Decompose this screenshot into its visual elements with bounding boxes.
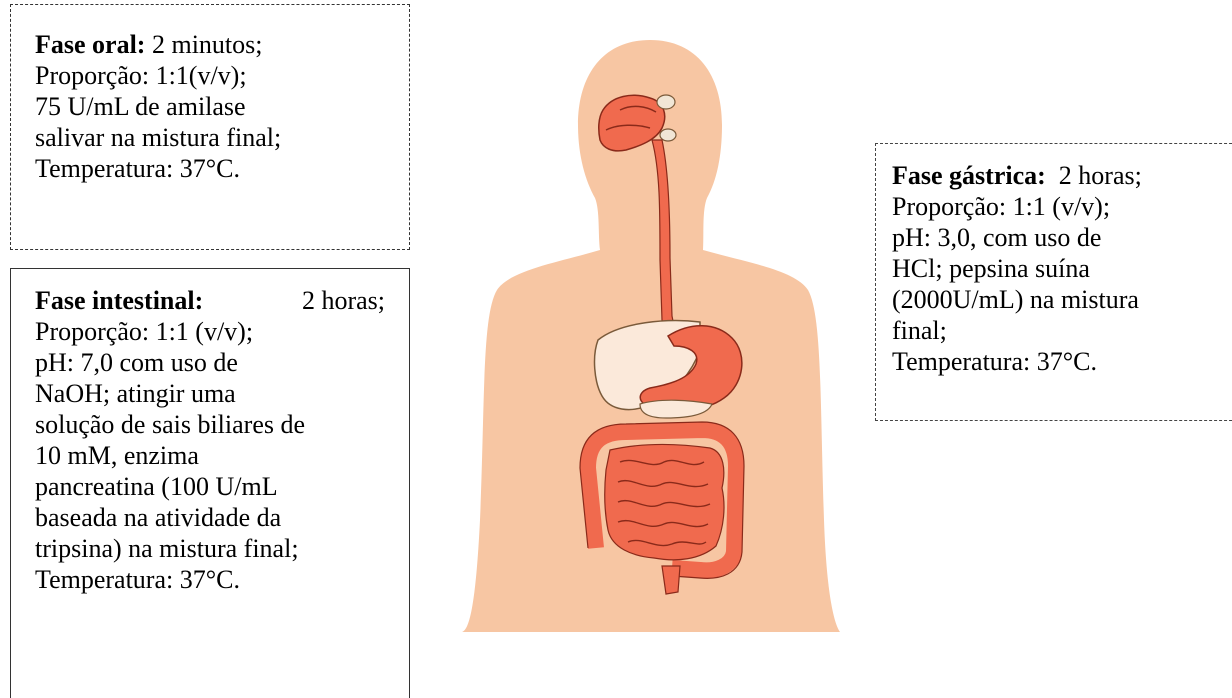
intestinal-phase-line: NaOH; atingir uma xyxy=(35,378,409,409)
salivary-gland xyxy=(657,95,675,109)
oral-phase-line: Temperatura: 37°C. xyxy=(35,153,409,184)
intestinal-phase-duration: 2 horas; xyxy=(302,285,385,316)
gastric-phase-line: Temperatura: 37°C. xyxy=(892,346,1232,377)
gastric-phase-line: HCl; pepsina suína xyxy=(892,253,1232,284)
oral-phase-duration: 2 minutos; xyxy=(152,30,263,59)
gastric-phase-line: final; xyxy=(892,315,1232,346)
oral-phase-title: Fase oral: xyxy=(35,30,145,59)
gastric-phase-duration: 2 horas; xyxy=(1059,161,1142,190)
digestive-system-illustration xyxy=(440,0,860,687)
intestinal-phase-line: pH: 7,0 com uso de xyxy=(35,347,409,378)
intestinal-phase-line: Temperatura: 37°C. xyxy=(35,564,409,595)
oral-phase-line: salivar na mistura final; xyxy=(35,122,409,153)
gastric-phase-line: Proporção: 1:1 (v/v); xyxy=(892,191,1232,222)
intestinal-phase-title: Fase intestinal: xyxy=(35,285,203,316)
oral-phase-box: Fase oral: 2 minutos; Proporção: 1:1(v/v… xyxy=(10,4,410,250)
intestinal-phase-line: Proporção: 1:1 (v/v); xyxy=(35,316,409,347)
intestinal-phase-box: Fase intestinal: 2 horas; Proporção: 1:1… xyxy=(10,268,410,698)
gastric-phase-line: pH: 3,0, com uso de xyxy=(892,222,1232,253)
intestinal-phase-line: solução de sais biliares de xyxy=(35,409,409,440)
intestinal-phase-line: tripsina) na mistura final; xyxy=(35,533,409,564)
gastric-phase-box: Fase gástrica: 2 horas; Proporção: 1:1 (… xyxy=(875,143,1232,421)
intestinal-phase-line: pancreatina (100 U/mL xyxy=(35,471,409,502)
intestinal-phase-line: 10 mM, enzima xyxy=(35,440,409,471)
gastric-phase-title: Fase gástrica: xyxy=(892,161,1046,190)
oral-phase-line: 75 U/mL de amilase xyxy=(35,91,409,122)
salivary-gland xyxy=(660,129,676,141)
intestinal-phase-line: baseada na atividade da xyxy=(35,502,409,533)
oral-phase-line: Proporção: 1:1(v/v); xyxy=(35,60,409,91)
gastric-phase-line: (2000U/mL) na mistura xyxy=(892,284,1232,315)
